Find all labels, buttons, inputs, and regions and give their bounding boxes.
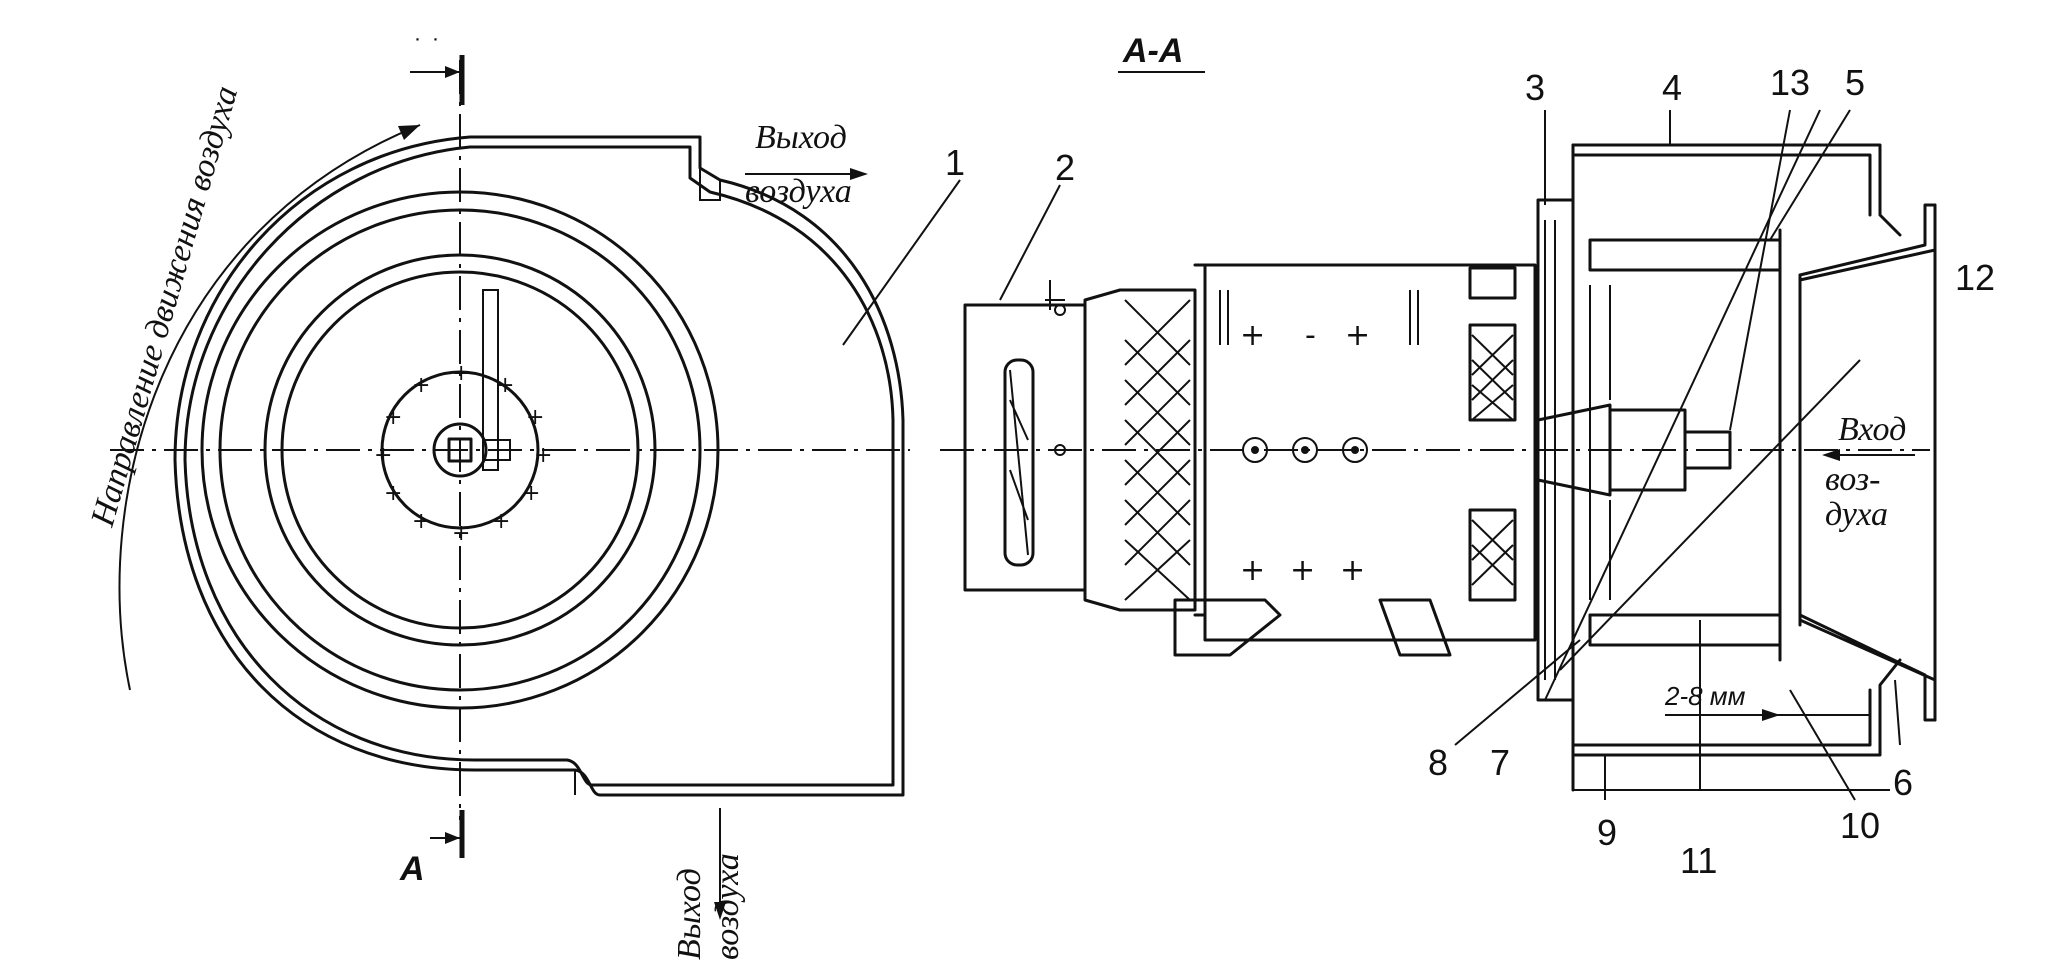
- volute-casing-inner: [183, 145, 895, 787]
- svg-text:˙ ˙: ˙ ˙: [412, 36, 441, 61]
- svg-text:+: +: [452, 361, 470, 386]
- impeller-blades: [1588, 228, 1782, 662]
- callout-6: 6: [1893, 762, 1913, 803]
- svg-text:+: +: [534, 443, 552, 468]
- leader-1: [842, 179, 961, 346]
- section-title: А-А: [1122, 32, 1183, 70]
- outlet-right-label-1: Выход: [755, 119, 847, 156]
- svg-text:+: +: [374, 443, 392, 468]
- motor-foot-right: [1378, 598, 1452, 657]
- callout-7: 7: [1490, 742, 1510, 783]
- svg-text:+: +: [384, 481, 402, 506]
- inlet-label-3: духа: [1825, 496, 1888, 533]
- impeller-outer-ring: [200, 190, 720, 710]
- callout-1: 1: [945, 142, 965, 183]
- motor-end-cap: [963, 303, 1087, 592]
- svg-text:+: +: [1240, 553, 1265, 588]
- svg-text:+: +: [1345, 318, 1370, 353]
- inlet-label-1: Вход: [1838, 411, 1906, 448]
- inlet-cone-top: [1798, 203, 1937, 282]
- motor-foot-left: [1173, 598, 1282, 657]
- outlet-bottom-label-1: Выход: [671, 868, 708, 960]
- impeller-ring-2: [218, 208, 702, 692]
- svg-text:+: +: [1340, 553, 1365, 588]
- hub-disc: [380, 370, 540, 530]
- callout-4: 4: [1662, 67, 1682, 108]
- svg-text:+: +: [452, 521, 470, 546]
- brush-holder: [1003, 358, 1035, 567]
- callout-13: 13: [1770, 62, 1810, 103]
- motor-frame: [1203, 263, 1537, 642]
- callout-10: 10: [1840, 805, 1880, 846]
- hub-bolts: + + + + + + + + + + + +: [374, 361, 552, 546]
- section-view: А-А + - + + + +: [940, 32, 1995, 881]
- housing-bottom: [1571, 658, 1902, 757]
- stator-winding: [1083, 288, 1197, 612]
- balance-lever: [482, 289, 499, 471]
- section-marker-top: ˙ ˙: [410, 36, 465, 105]
- svg-text:+: +: [384, 405, 402, 430]
- svg-text:+: +: [522, 481, 540, 506]
- hub-cone: [1536, 403, 1612, 497]
- shaft-key: [447, 437, 473, 463]
- section-letter: А: [399, 850, 425, 888]
- callout-9: 9: [1597, 812, 1617, 853]
- air-direction-arrow: [118, 124, 421, 691]
- svg-text:+: +: [1290, 553, 1315, 588]
- outlet-right-label-2: воздуха: [745, 173, 852, 210]
- winding-hatch: [1124, 299, 1191, 601]
- callout-12: 12: [1955, 257, 1995, 298]
- svg-text:+: +: [412, 509, 430, 534]
- svg-text:+: +: [526, 405, 544, 430]
- field-coils: [1468, 266, 1517, 602]
- svg-text:+: +: [412, 373, 430, 398]
- svg-text:+: +: [492, 509, 510, 534]
- callout-3: 3: [1525, 67, 1545, 108]
- callout-11: 11: [1680, 840, 1717, 881]
- svg-text:-: -: [1305, 318, 1316, 353]
- impeller-ring-3: [263, 253, 657, 647]
- inlet-label-2: воз-: [1825, 461, 1880, 498]
- callout-5: 5: [1845, 62, 1865, 103]
- hub-bore: [432, 422, 488, 478]
- volute-casing-outer: [173, 135, 905, 797]
- housing-top: [1571, 143, 1902, 237]
- hub-nut: [1683, 430, 1732, 470]
- inlet-cone-bottom: [1798, 613, 1937, 722]
- impeller-ring-4: [280, 270, 640, 630]
- svg-text:+: +: [1240, 318, 1265, 353]
- callout-2: 2: [1055, 147, 1075, 188]
- callout-8: 8: [1428, 742, 1448, 783]
- outlet-bottom-label-2: воздуха: [709, 853, 746, 960]
- section-marker-bottom: А: [399, 810, 465, 888]
- svg-text:+: +: [496, 373, 514, 398]
- gap-dimension-label: 2-8 мм: [1664, 681, 1746, 711]
- top-outlet-flange: [699, 168, 721, 201]
- front-view: ˙ ˙ А + + + + + + + +: [84, 36, 965, 960]
